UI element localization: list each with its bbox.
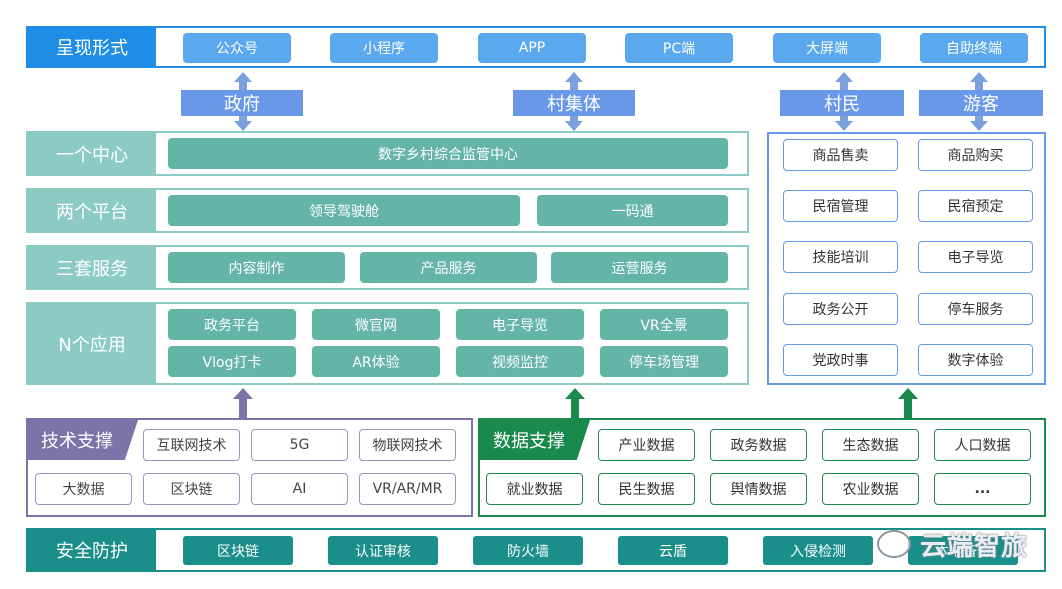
arrow-down-icon [835,121,853,131]
presentation-item-big-screen[interactable]: 大屏端 [773,33,881,63]
village-item-digital-experience[interactable]: 数字体验 [918,344,1033,376]
app-item-parking-management[interactable]: 停车场管理 [600,346,728,377]
app-item-video-monitoring[interactable]: 视频监控 [456,346,584,377]
app-item-gov-platform[interactable]: 政务平台 [168,309,296,340]
app-item-vlog-checkin[interactable]: Vlog打卡 [168,346,296,377]
presentation-item-pc[interactable]: PC端 [625,33,733,63]
layer-platforms-title: 两个平台 [28,190,156,231]
platform-item-cockpit[interactable]: 领导驾驶舱 [168,195,520,226]
tech-item-vr-ar-mr[interactable]: VR/AR/MR [359,473,456,505]
arrow-up-icon [565,388,585,399]
data-item-government[interactable]: 政务数据 [710,429,807,461]
security-title: 安全防护 [28,530,156,570]
platform-item-one-code[interactable]: 一码通 [537,195,728,226]
user-label-villagers: 村民 [780,90,904,116]
layer-platforms: 两个平台 领导驾驶舱 一码通 [26,188,749,233]
layer-services-title: 三套服务 [28,247,156,288]
village-item-skill-training[interactable]: 技能培训 [783,241,898,273]
data-item-public-opinion[interactable]: 舆情数据 [710,473,807,505]
tech-item-blockchain[interactable]: 区块链 [143,473,240,505]
arrow-up-icon [970,72,988,82]
village-item-gov-disclosure[interactable]: 政务公开 [783,293,898,325]
security-item-intrusion-detection[interactable]: 入侵检测 [763,536,873,565]
presentation-item-kiosk[interactable]: 自助终端 [920,33,1028,63]
user-label-village-collective: 村集体 [513,90,635,116]
arrow-shaft [904,399,912,418]
service-item-content[interactable]: 内容制作 [168,252,345,283]
app-item-micro-site[interactable]: 微官网 [312,309,440,340]
data-item-livelihood[interactable]: 民生数据 [598,473,695,505]
center-item-supervision[interactable]: 数字乡村综合监管中心 [168,138,728,169]
data-item-population[interactable]: 人口数据 [934,429,1031,461]
data-item-industry[interactable]: 产业数据 [598,429,695,461]
arrow-up-icon [835,72,853,82]
village-item-goods-sale[interactable]: 商品售卖 [783,139,898,171]
tech-item-big-data[interactable]: 大数据 [35,473,132,505]
village-services-panel: 商品售卖 商品购买 民宿管理 民宿预定 技能培训 电子导览 政务公开 停车服务 … [767,132,1046,385]
arrow-up-icon [234,72,252,82]
village-item-homestay-management[interactable]: 民宿管理 [783,190,898,222]
presentation-item-app[interactable]: APP [478,33,586,63]
arrow-up-icon [898,388,918,399]
tech-item-iot[interactable]: 物联网技术 [359,429,456,461]
tech-support-panel: 技术支撑 互联网技术 5G 物联网技术 大数据 区块链 AI VR/AR/MR [26,418,473,517]
presentation-item-mini-program[interactable]: 小程序 [330,33,438,63]
security-row: 安全防护 区块链 认证审核 防火墙 云盾 入侵检测 本地备份 [26,528,1046,572]
user-label-government: 政府 [181,90,303,116]
arrow-down-icon [565,121,583,131]
presentation-title: 呈现形式 [28,28,156,66]
village-item-goods-purchase[interactable]: 商品购买 [918,139,1033,171]
presentation-row: 呈现形式 公众号 小程序 APP PC端 大屏端 自助终端 [26,26,1046,68]
service-item-product[interactable]: 产品服务 [360,252,537,283]
security-item-firewall[interactable]: 防火墙 [473,536,583,565]
presentation-item-wechat-account[interactable]: 公众号 [183,33,291,63]
data-item-agriculture[interactable]: 农业数据 [822,473,919,505]
village-item-parking-service[interactable]: 停车服务 [918,293,1033,325]
watermark-text: 云端智旅 [920,532,1029,562]
security-item-local-backup[interactable]: 本地备份 [908,536,1018,565]
security-item-cloud-shield[interactable]: 云盾 [618,536,728,565]
arrow-shaft [239,399,247,418]
arrow-down-icon [234,121,252,131]
data-item-ecology[interactable]: 生态数据 [822,429,919,461]
security-item-blockchain[interactable]: 区块链 [183,536,293,565]
village-item-party-news[interactable]: 党政时事 [783,344,898,376]
app-item-ar-experience[interactable]: AR体验 [312,346,440,377]
village-item-e-guide[interactable]: 电子导览 [918,241,1033,273]
layer-apps-title: N个应用 [28,304,156,383]
app-item-e-guide[interactable]: 电子导览 [456,309,584,340]
arrow-up-icon [565,72,583,82]
layer-center: 一个中心 数字乡村综合监管中心 [26,131,749,176]
arrow-up-icon [233,388,253,399]
layer-center-title: 一个中心 [28,133,156,174]
tech-item-ai[interactable]: AI [251,473,348,505]
layer-services: 三套服务 内容制作 产品服务 运营服务 [26,245,749,290]
data-support-title: 数据支撑 [480,420,590,460]
wechat-icon [877,530,911,558]
user-label-tourists: 游客 [919,90,1043,116]
village-item-homestay-booking[interactable]: 民宿预定 [918,190,1033,222]
layer-apps: N个应用 政务平台 微官网 电子导览 VR全景 Vlog打卡 AR体验 视频监控… [26,302,749,385]
app-item-vr-panorama[interactable]: VR全景 [600,309,728,340]
data-support-panel: 数据支撑 产业数据 政务数据 生态数据 人口数据 就业数据 民生数据 舆情数据 … [478,418,1046,517]
tech-support-title: 技术支撑 [28,420,138,460]
service-item-operation[interactable]: 运营服务 [551,252,728,283]
tech-item-5g[interactable]: 5G [251,429,348,461]
arrow-shaft [571,399,579,418]
data-item-more[interactable]: ... [934,473,1031,505]
tech-item-internet[interactable]: 互联网技术 [143,429,240,461]
security-item-auth-review[interactable]: 认证审核 [328,536,438,565]
arrow-down-icon [970,121,988,131]
data-item-employment[interactable]: 就业数据 [486,473,583,505]
